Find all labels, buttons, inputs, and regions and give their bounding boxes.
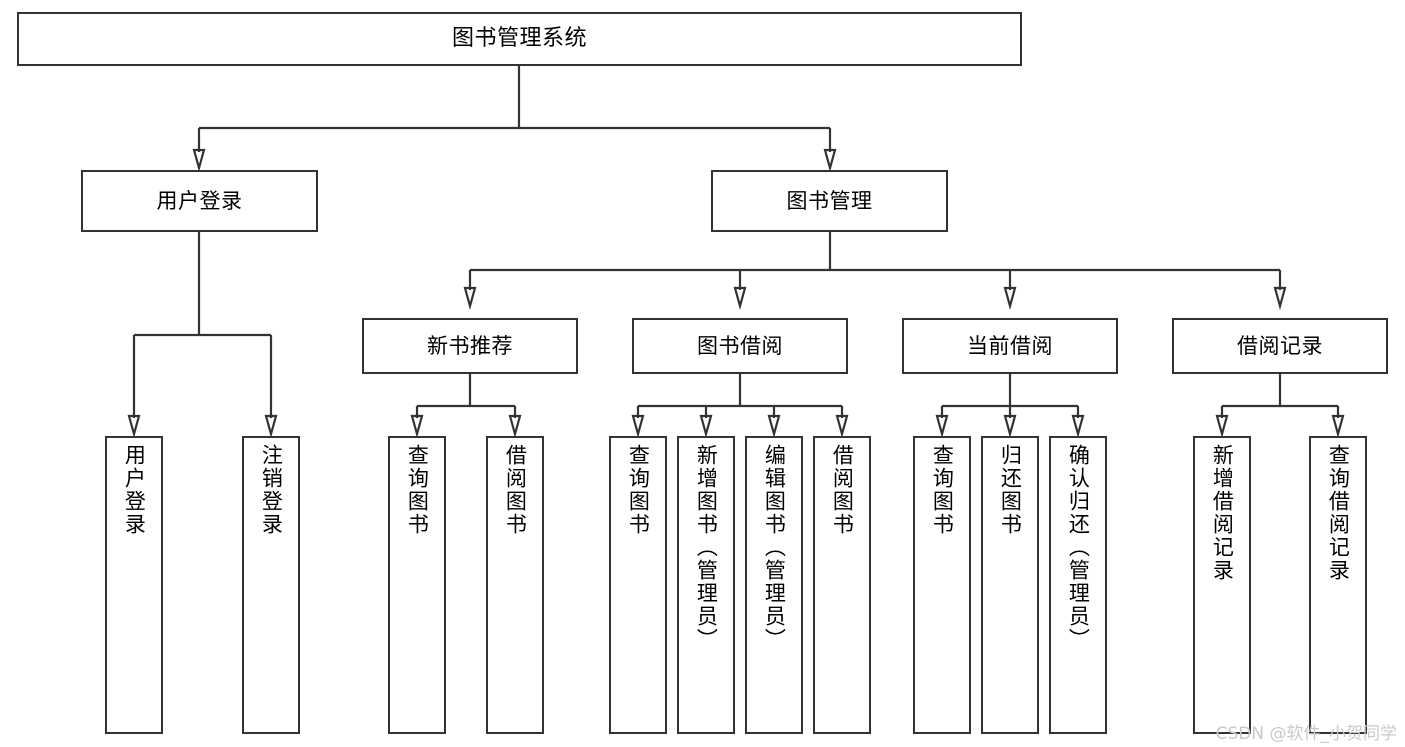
leaf-return-books[interactable]: 归还图书 — [981, 436, 1039, 734]
arrow-to-bookmgmt — [823, 148, 837, 173]
arrow-to-leaf4 — [508, 414, 522, 439]
leaf-query-borrow-record-label: 查询借阅记录 — [1326, 444, 1351, 582]
node-user-login-label: 用户登录 — [156, 188, 243, 213]
arrow-to-borrow — [733, 286, 747, 311]
leaf-edit-book-admin[interactable]: 编辑图书（管理员） — [745, 436, 803, 734]
node-book-management-label: 图书管理 — [786, 188, 873, 213]
node-new-book-recommend[interactable]: 新书推荐 — [362, 318, 578, 374]
leaf-user-login[interactable]: 用户登录 — [105, 436, 163, 734]
leaf-logout-label: 注销登录 — [259, 444, 284, 536]
leaf-query-books-newbook[interactable]: 查询图书 — [388, 436, 446, 734]
leaf-add-borrow-record[interactable]: 新增借阅记录 — [1193, 436, 1251, 734]
leaf-add-borrow-record-label: 新增借阅记录 — [1210, 444, 1235, 582]
leaf-query-borrow-record[interactable]: 查询借阅记录 — [1309, 436, 1367, 734]
arrow-to-records — [1273, 286, 1287, 311]
arrow-to-leaf13 — [1331, 414, 1345, 439]
leaf-borrow-books-newbook-label: 借阅图书 — [503, 444, 528, 536]
leaf-add-book-admin-label: 新增图书（管理员） — [694, 444, 719, 651]
leaf-query-books-current-label: 查询图书 — [930, 444, 955, 536]
node-user-login[interactable]: 用户登录 — [81, 170, 318, 232]
node-new-book-recommend-label: 新书推荐 — [427, 333, 513, 358]
node-borrow-records[interactable]: 借阅记录 — [1172, 318, 1388, 374]
leaf-logout[interactable]: 注销登录 — [242, 436, 300, 734]
arrow-to-leaf6 — [699, 414, 713, 439]
node-borrow-records-label: 借阅记录 — [1237, 333, 1323, 358]
leaf-return-books-label: 归还图书 — [998, 444, 1023, 536]
leaf-add-book-admin[interactable]: 新增图书（管理员） — [677, 436, 735, 734]
leaf-query-books-borrow-label: 查询图书 — [626, 444, 651, 536]
leaf-borrow-books-borrow[interactable]: 借阅图书 — [813, 436, 871, 734]
arrow-to-leaf1 — [127, 414, 141, 439]
leaf-query-books-newbook-label: 查询图书 — [405, 444, 430, 536]
arrow-to-leaf2 — [264, 414, 278, 439]
leaf-borrow-books-newbook[interactable]: 借阅图书 — [486, 436, 544, 734]
node-root-label: 图书管理系统 — [451, 26, 587, 51]
arrow-to-leaf3 — [410, 414, 424, 439]
arrow-to-leaf9 — [935, 414, 949, 439]
node-current-borrow-label: 当前借阅 — [967, 333, 1053, 358]
arrow-to-leaf7 — [767, 414, 781, 439]
arrow-to-current — [1003, 286, 1017, 311]
arrow-to-newbook — [463, 286, 477, 311]
node-book-borrow-label: 图书借阅 — [697, 333, 783, 358]
leaf-borrow-books-borrow-label: 借阅图书 — [830, 444, 855, 536]
leaf-query-books-borrow[interactable]: 查询图书 — [609, 436, 667, 734]
node-current-borrow[interactable]: 当前借阅 — [902, 318, 1118, 374]
csdn-watermark: CSDN @软件_小贺同学 — [1215, 724, 1397, 744]
arrow-to-leaf10 — [1003, 414, 1017, 439]
leaf-confirm-return-admin[interactable]: 确认归还（管理员） — [1049, 436, 1107, 734]
arrow-to-leaf5 — [631, 414, 645, 439]
arrow-to-leaf8 — [835, 414, 849, 439]
node-book-borrow[interactable]: 图书借阅 — [632, 318, 848, 374]
leaf-confirm-return-admin-label: 确认归还（管理员） — [1066, 444, 1091, 651]
leaf-query-books-current[interactable]: 查询图书 — [913, 436, 971, 734]
node-root[interactable]: 图书管理系统 — [17, 12, 1022, 66]
arrow-to-leaf11 — [1071, 414, 1085, 439]
arrow-to-login — [192, 148, 206, 173]
arrow-to-leaf12 — [1215, 414, 1229, 439]
node-book-management[interactable]: 图书管理 — [711, 170, 948, 232]
leaf-edit-book-admin-label: 编辑图书（管理员） — [762, 444, 787, 651]
leaf-user-login-label: 用户登录 — [122, 444, 147, 536]
